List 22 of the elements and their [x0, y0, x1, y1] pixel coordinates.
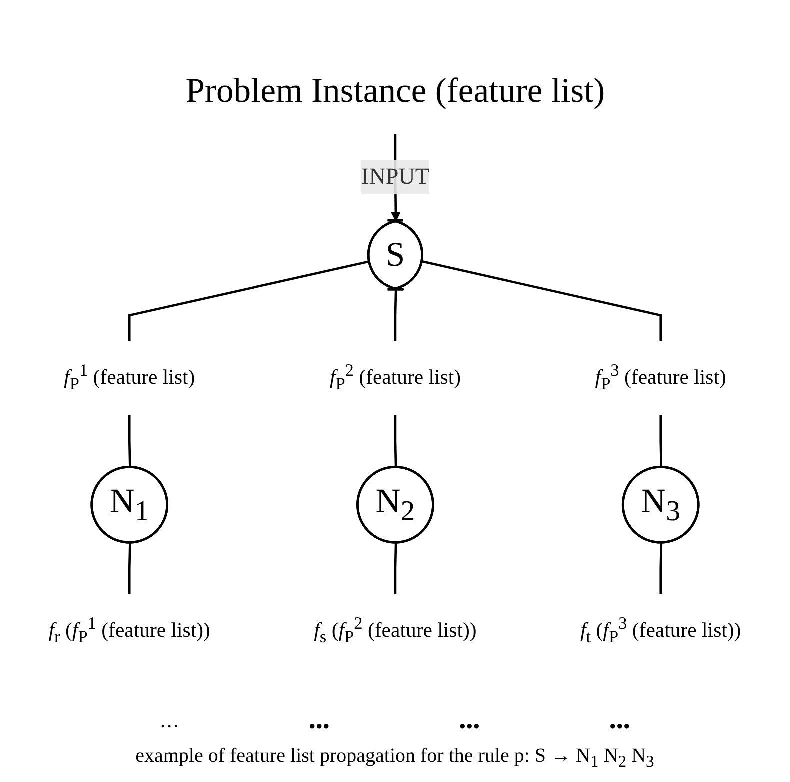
node-text: f$_{P}$$^{3}$ (feature list) [595, 362, 726, 394]
node-text: Problem Instance (feature list) [186, 72, 606, 110]
node-text: f$_{s}$ (f$_{P}$$^{2}$ (feature list)) [314, 615, 477, 648]
connector [660, 415, 663, 468]
connector [422, 260, 662, 342]
node-text: f$_{P}$$^{1}$ (feature list) [64, 362, 196, 394]
ellipsis-mark: ••• [459, 716, 480, 739]
ellipsis-mark: ••• [308, 716, 330, 739]
ellipsis-mark: ••• [609, 716, 630, 739]
connector [128, 415, 132, 468]
node-text: f$_{t}$ (f$_{P}$$^{3}$ (feature list)) [580, 615, 742, 648]
connector [128, 543, 132, 594]
connector [394, 290, 398, 342]
connector [394, 415, 398, 468]
edge-label: INPUT [362, 164, 430, 190]
caption: example of feature list propagation for the rule p: S → N$_{1}$ N$_{2}$ N$_{3}$ [136, 745, 654, 772]
node-text: f$_{r}$ (f$_{P}$$^{1}$ (feature list)) [48, 615, 210, 648]
connector [128, 260, 370, 342]
connector [394, 543, 398, 594]
ellipsis-mark: ··· [160, 716, 180, 739]
connector [660, 543, 663, 594]
node-text: f$_{P}$$^{2}$ (feature list) [330, 362, 462, 394]
